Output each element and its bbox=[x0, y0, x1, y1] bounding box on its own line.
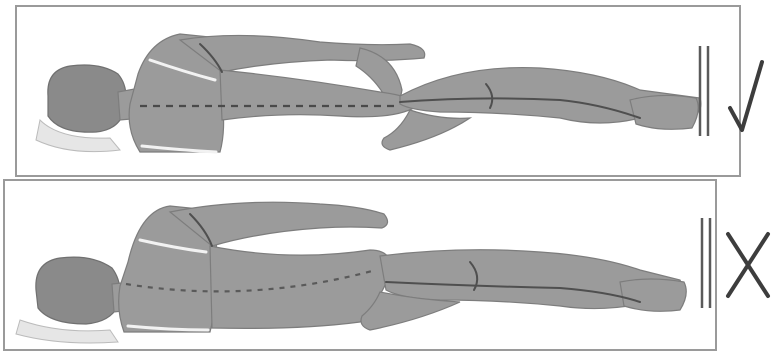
feet bbox=[630, 95, 698, 129]
feet bbox=[620, 279, 686, 311]
head bbox=[48, 65, 126, 132]
panel-incorrect-posture bbox=[4, 180, 768, 350]
x-mark-icon bbox=[728, 234, 768, 296]
head bbox=[36, 257, 120, 324]
panel-correct-posture bbox=[16, 6, 762, 176]
